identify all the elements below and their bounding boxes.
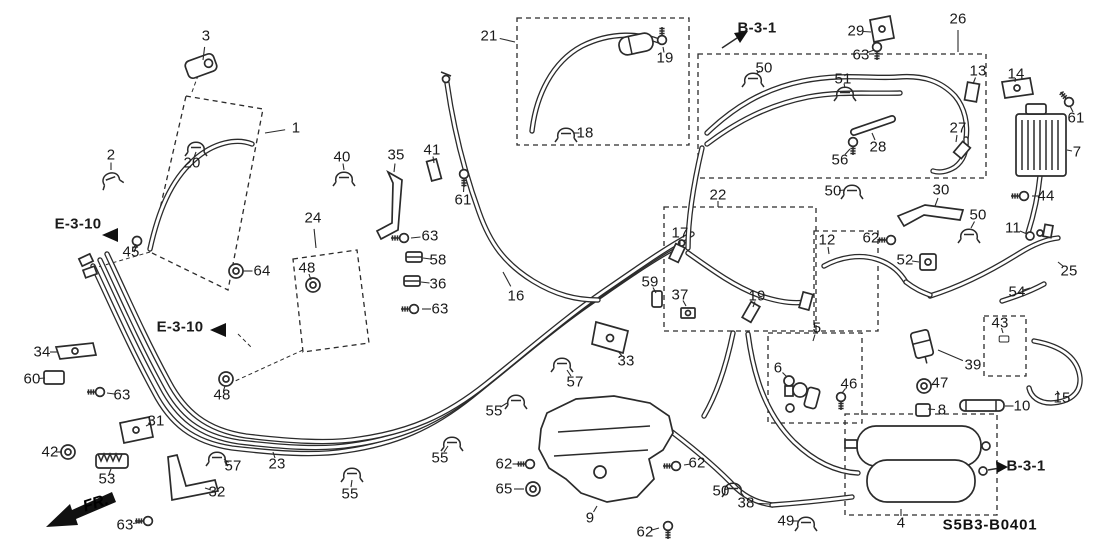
part-callout-E-3-10: E-3-10 <box>54 215 102 233</box>
part-callout-48: 48 <box>213 386 231 404</box>
part-callout-42: 42 <box>41 443 59 461</box>
drawing-number: S5B3-B0401 <box>942 516 1038 534</box>
part-callout-31: 31 <box>147 412 165 430</box>
part-callout-8: 8 <box>937 401 947 419</box>
part-callout-61: 61 <box>454 191 472 209</box>
part-callout-50: 50 <box>969 206 987 224</box>
part-callout-44: 44 <box>1037 187 1055 205</box>
part-callout-24: 24 <box>304 209 322 227</box>
part-callout-34: 34 <box>33 343 51 361</box>
part-callout-64: 64 <box>253 262 271 280</box>
part-callout-41: 41 <box>423 141 441 159</box>
part-callout-4: 4 <box>896 514 906 532</box>
part-callout-47: 47 <box>931 374 949 392</box>
part-callout-19: 19 <box>656 49 674 67</box>
part-callout-35: 35 <box>387 146 405 164</box>
part-callout-20: 20 <box>183 154 201 172</box>
part-callout-37: 37 <box>671 286 689 304</box>
part-callout-62: 62 <box>688 454 706 472</box>
components <box>43 14 1077 540</box>
part-callout-29: 29 <box>847 22 865 40</box>
part-callout-26: 26 <box>949 10 967 28</box>
part-callout-63: 63 <box>852 46 870 64</box>
part-callout-18: 18 <box>576 124 594 142</box>
part-callout-33: 33 <box>617 352 635 370</box>
reference-arrows <box>102 31 1008 473</box>
part-callout-30: 30 <box>932 181 950 199</box>
part-callout-46: 46 <box>840 375 858 393</box>
part-callout-59: 59 <box>641 273 659 291</box>
part-callout-15: 15 <box>1053 389 1071 407</box>
part-callout-63: 63 <box>421 227 439 245</box>
part-callout-43: 43 <box>991 314 1009 332</box>
part-callout-B-3-1: B-3-1 <box>1006 457 1046 475</box>
part-callout-63: 63 <box>431 300 449 318</box>
part-callout-25: 25 <box>1060 262 1078 280</box>
part-callout-50: 50 <box>755 59 773 77</box>
part-callout-16: 16 <box>507 287 525 305</box>
part-callout-14: 14 <box>1007 65 1025 83</box>
part-callout-65: 65 <box>495 480 513 498</box>
part-callout-E-3-10: E-3-10 <box>156 318 204 336</box>
part-callout-60: 60 <box>23 370 41 388</box>
part-callout-57: 57 <box>224 457 242 475</box>
part-callout-2: 2 <box>106 146 116 164</box>
part-callout-22: 22 <box>709 186 727 204</box>
part-callout-51: 51 <box>834 70 852 88</box>
part-callout-11: 11 <box>1005 219 1021 237</box>
part-callout-62: 62 <box>636 523 654 541</box>
leader-lines <box>38 30 1074 531</box>
part-callout-7: 7 <box>1072 143 1082 161</box>
part-callout-50: 50 <box>824 182 842 200</box>
part-callout-58: 58 <box>429 251 447 269</box>
part-callout-27: 27 <box>949 119 967 137</box>
part-callout-55: 55 <box>485 402 503 420</box>
part-callout-45: 45 <box>122 243 140 261</box>
part-callout-50: 50 <box>712 482 730 500</box>
part-callout-55: 55 <box>431 449 449 467</box>
part-callout-53: 53 <box>98 470 116 488</box>
part-callout-63: 63 <box>113 386 131 404</box>
part-callout-62: 62 <box>862 229 880 247</box>
part-callout-56: 56 <box>831 151 849 169</box>
part-callout-1: 1 <box>291 119 301 137</box>
part-callout-39: 39 <box>964 356 982 374</box>
part-callout-48: 48 <box>298 259 316 277</box>
part-callout-36: 36 <box>429 275 447 293</box>
part-callout-52: 52 <box>896 251 914 269</box>
part-callout-19: 19 <box>748 287 766 305</box>
part-callout-23: 23 <box>268 455 286 473</box>
part-callout-62: 62 <box>495 455 513 473</box>
part-callout-49: 49 <box>777 512 795 530</box>
part-callout-40: 40 <box>333 148 351 166</box>
part-callout-57: 57 <box>566 373 584 391</box>
part-callout-13: 13 <box>969 62 987 80</box>
part-callout-5: 5 <box>812 319 822 337</box>
part-callout-63: 63 <box>116 516 134 534</box>
part-callout-55: 55 <box>341 485 359 503</box>
part-callout-32: 32 <box>208 483 226 501</box>
part-callout-B-3-1: B-3-1 <box>737 19 777 37</box>
part-callout-9: 9 <box>585 509 595 527</box>
part-callout-17: 17 <box>671 224 689 242</box>
part-callout-61: 61 <box>1067 109 1085 127</box>
part-callout-6: 6 <box>773 359 783 377</box>
part-callout-21: 21 <box>480 27 498 45</box>
part-callout-38: 38 <box>737 494 755 512</box>
part-callout-3: 3 <box>201 27 211 45</box>
part-callout-54: 54 <box>1008 283 1026 301</box>
part-callout-10: 10 <box>1013 397 1031 415</box>
part-callout-28: 28 <box>869 138 887 156</box>
front-direction-arrow <box>46 492 116 527</box>
part-callout-12: 12 <box>818 231 836 249</box>
